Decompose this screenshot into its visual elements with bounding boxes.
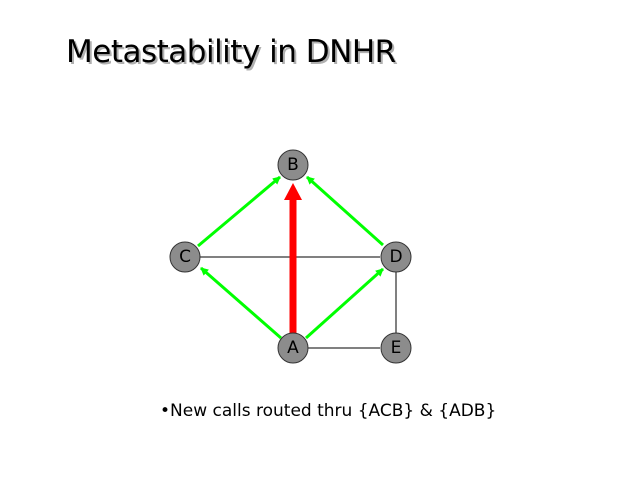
- route-d-b: [305, 175, 385, 247]
- svg-text:A: A: [287, 338, 299, 358]
- node-a: A: [277, 332, 309, 364]
- route-a-b-arrowhead: [284, 183, 302, 200]
- node-b: B: [277, 149, 309, 181]
- bullet-item: •New calls routed thru {ACB} & {ADB}: [160, 401, 496, 421]
- route-a-c: [200, 266, 282, 340]
- svg-text:E: E: [391, 338, 402, 358]
- svg-text:D: D: [389, 247, 402, 267]
- bullet-marker: •: [160, 401, 171, 421]
- bullet-text: New calls routed thru {ACB} & {ADB}: [170, 401, 497, 421]
- svg-text:B: B: [287, 155, 299, 175]
- node-c: C: [169, 241, 201, 273]
- slide-title: Metastability in DNHR: [66, 34, 396, 70]
- node-d: D: [380, 241, 412, 273]
- node-e: E: [380, 332, 412, 364]
- route-c-b: [197, 175, 281, 248]
- svg-text:C: C: [179, 247, 191, 267]
- route-a-d: [304, 267, 385, 340]
